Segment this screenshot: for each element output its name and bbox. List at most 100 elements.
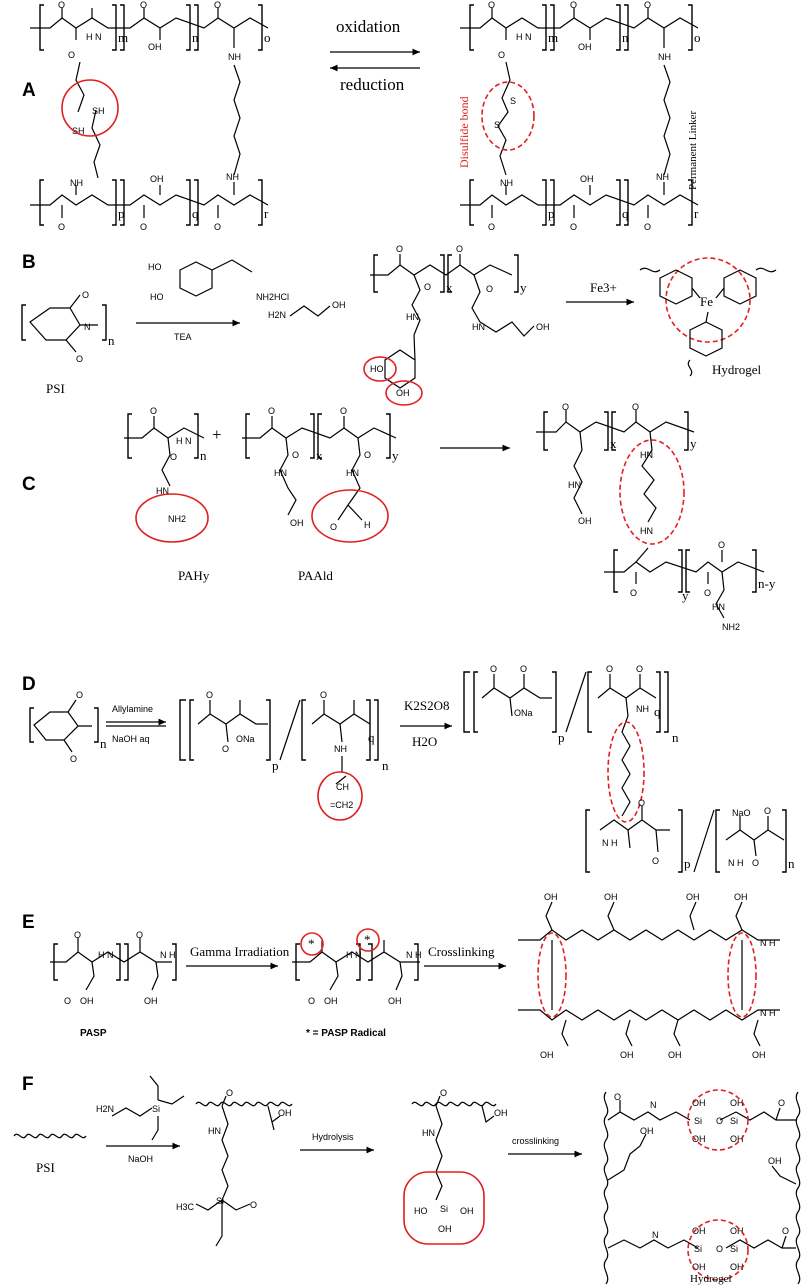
svg-text:NH: NH (636, 704, 649, 714)
svg-text:OH: OH (692, 1226, 706, 1236)
svg-text:O: O (718, 540, 725, 550)
svg-text:Si: Si (694, 1116, 702, 1126)
c-sub-y1: y (392, 448, 399, 463)
d-oxidant-label: K2S2O8 (404, 698, 450, 713)
svg-text:OH: OH (730, 1262, 744, 1272)
svg-text:NH: NH (226, 172, 239, 182)
svg-text:N H: N H (406, 950, 422, 960)
svg-text:OH: OH (604, 892, 618, 902)
a-disulfide-label: Disulfide bond (457, 96, 471, 168)
panel-d: D OO n Allylamine NaOH aq OO ONH (22, 664, 795, 873)
a-sub-o2: o (694, 30, 701, 45)
e-radical-highlight-1 (300, 932, 324, 956)
svg-text:O: O (716, 1116, 723, 1126)
svg-text:OH: OH (692, 1262, 706, 1272)
a-sub-m2: m (548, 30, 558, 45)
svg-text:O: O (632, 402, 639, 412)
svg-text:O: O (364, 450, 371, 460)
a-s-2: S (494, 120, 500, 130)
svg-text:OH: OH (734, 892, 748, 902)
svg-text:OH: OH (544, 892, 558, 902)
svg-text:HN: HN (406, 312, 419, 322)
b-iron-label: Fe3+ (590, 280, 617, 295)
svg-text:O: O (498, 50, 505, 60)
d-sub-n1: n (100, 736, 107, 751)
svg-text:HN: HN (346, 468, 359, 478)
e-crosslink-highlight-2 (727, 932, 757, 1018)
e-radical-note: * = PASP Radical (306, 1028, 386, 1039)
a-sub-n2: n (622, 30, 629, 45)
svg-text:OH: OH (640, 1126, 654, 1136)
b-psi-ring: OON (21, 290, 107, 364)
b-tea-label: TEA (174, 332, 192, 342)
f-step2-label: crosslinking (512, 1136, 559, 1146)
svg-text:O: O (562, 402, 569, 412)
svg-text:Si: Si (694, 1244, 702, 1254)
svg-text:HN: HN (568, 480, 581, 490)
c-pahy-chain: OH NO HN (124, 406, 205, 496)
svg-text:NH: NH (658, 52, 671, 62)
svg-text:O: O (76, 690, 83, 700)
svg-text:HN: HN (712, 602, 725, 612)
svg-text:N: N (650, 1100, 657, 1110)
svg-text:O: O (70, 754, 77, 764)
svg-text:=CH2: =CH2 (330, 800, 353, 810)
f-siloxane-highlight-1 (687, 1089, 749, 1151)
svg-text:HN: HN (208, 1126, 221, 1136)
svg-text:O: O (456, 244, 463, 254)
svg-text:O: O (74, 930, 81, 940)
svg-text:H N: H N (176, 436, 192, 446)
c-pahy-label: PAHy (178, 568, 210, 583)
svg-text:O: O (330, 522, 337, 532)
svg-text:OH: OH (278, 1108, 292, 1118)
svg-text:OH: OH (150, 174, 164, 184)
svg-text:O: O (136, 930, 143, 940)
svg-text:O: O (488, 222, 495, 232)
f-psi-label: PSI (36, 1160, 55, 1175)
b-product-oh: OH (536, 322, 550, 332)
svg-text:OH: OH (768, 1156, 782, 1166)
svg-text:Si: Si (216, 1196, 224, 1206)
d-sub-n4: n (788, 856, 795, 871)
svg-text:OH: OH (752, 1050, 766, 1060)
panel-b-label: B (22, 252, 36, 273)
svg-text:O: O (704, 588, 711, 598)
svg-text:NH: NH (70, 178, 83, 188)
svg-text:OH: OH (730, 1226, 744, 1236)
a-s-1: S (510, 96, 516, 106)
svg-text:O: O (630, 588, 637, 598)
svg-text:O: O (226, 1088, 233, 1098)
b-catechol-ho: HO (370, 364, 384, 374)
svg-text:O: O (424, 282, 431, 292)
b-fe-coordination-highlight (665, 257, 751, 343)
c-paald-label: PAAld (298, 568, 333, 583)
e-step2-label: Crosslinking (428, 944, 495, 959)
d-psi-ring: OO (29, 690, 99, 764)
c-sub-n-y: n-y (758, 576, 776, 591)
c-aldehyde-h: H (364, 520, 371, 530)
f-base-label: NaOH (128, 1154, 153, 1164)
svg-text:N H: N H (160, 950, 176, 960)
svg-text:O: O (520, 664, 527, 674)
panel-d-label: D (22, 674, 36, 695)
d-product-nao: NaO (732, 808, 751, 818)
panel-f-label: F (22, 1074, 34, 1095)
e-radical-star-1: * (308, 936, 315, 951)
svg-text:H N: H N (346, 950, 362, 960)
f-silanol-oh-2: OH (438, 1224, 452, 1234)
svg-text:Fe: Fe (700, 294, 713, 309)
c-sub-y3: y (682, 588, 689, 603)
svg-text:O: O (614, 1092, 621, 1102)
svg-text:N: N (652, 1230, 659, 1240)
f-silanol-si: Si (440, 1204, 448, 1214)
svg-text:O: O (58, 222, 65, 232)
